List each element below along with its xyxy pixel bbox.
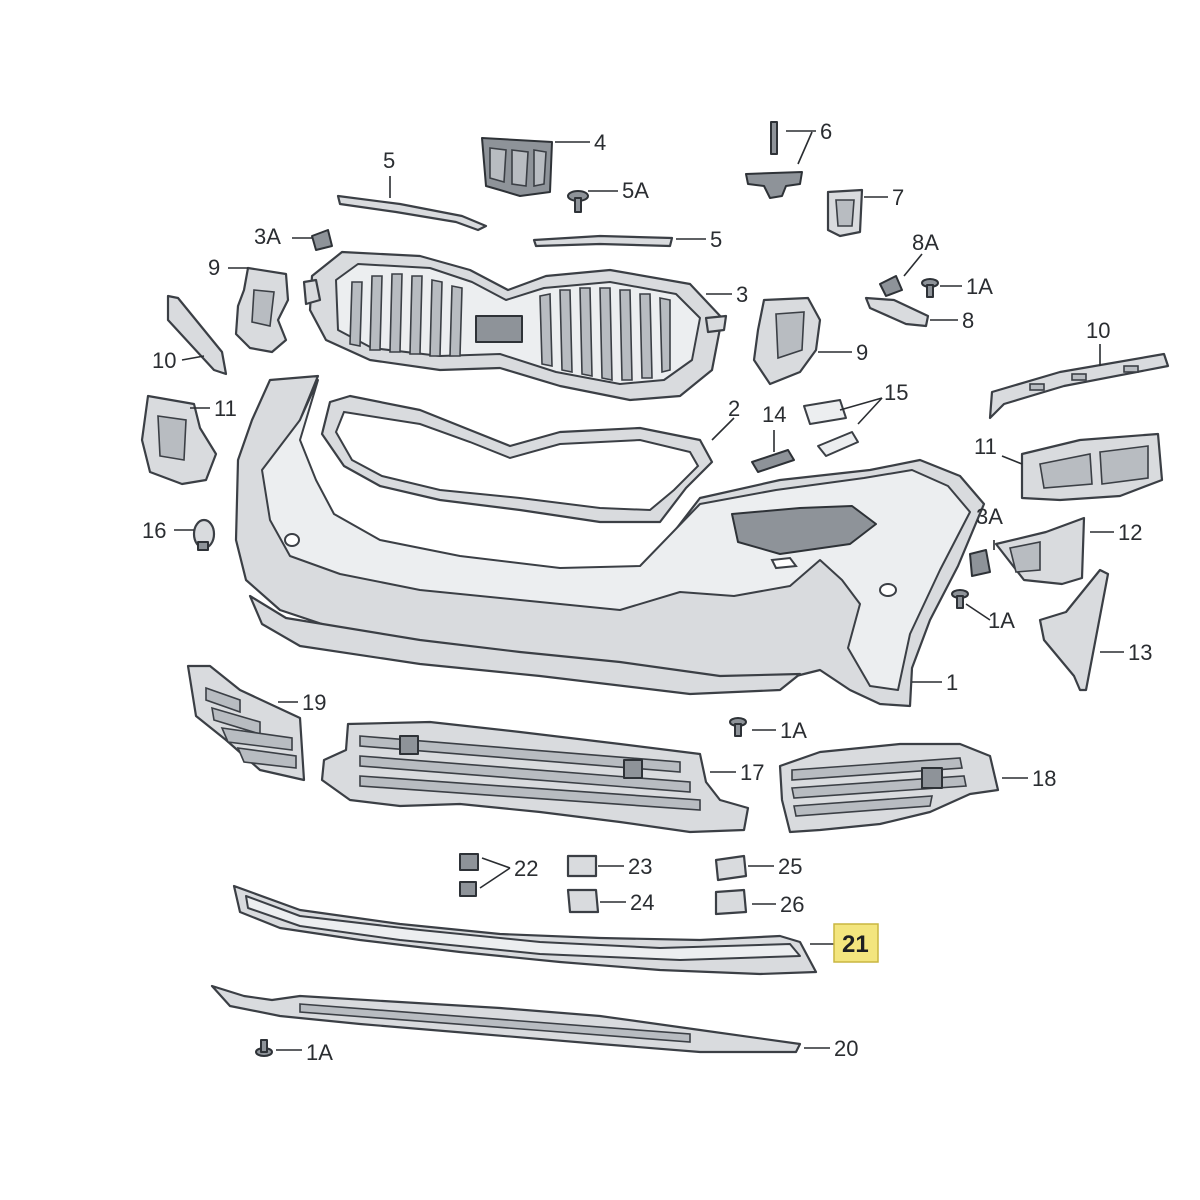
callout-14: 14: [762, 402, 786, 427]
callout-25: 25: [778, 854, 802, 879]
callout-7: 7: [892, 185, 904, 210]
callout-3: 3: [736, 282, 748, 307]
callout-16: 16: [142, 518, 166, 543]
part-13-bracket: [1038, 568, 1110, 692]
part-3a-clip-left: [311, 229, 333, 251]
callout-21: 21: [842, 931, 869, 958]
callout-10-right: 10: [1086, 318, 1110, 343]
callout-20: 20: [834, 1036, 858, 1061]
callout-4: 4: [594, 130, 606, 155]
part-3-radiator-grille: [302, 250, 728, 402]
part-11-bracket-right: [1020, 432, 1164, 502]
part-1a-screw-right: [951, 589, 969, 609]
callout-8a: 8A: [912, 230, 939, 255]
part-10-bracket-right: [988, 352, 1170, 420]
callout-9-right: 9: [856, 340, 868, 365]
callout-9-left: 9: [208, 255, 220, 280]
part-5a-screw: [567, 190, 589, 213]
callout-22: 22: [514, 856, 538, 881]
callout-15: 15: [884, 380, 908, 405]
part-20-underbody-spoiler: [210, 984, 802, 1054]
part-24-clip: [566, 888, 600, 914]
part-3a-clip-right: [969, 549, 991, 577]
part-1a-screw-middle: [729, 717, 747, 737]
part-26-clip: [714, 888, 748, 916]
part-1-bumper-cover: [234, 374, 986, 708]
part-18-side-grille-right: [778, 742, 1000, 834]
part-17-lower-grille: [320, 720, 750, 834]
part-9-bracket-left: [234, 266, 290, 354]
part-21-trim-strip: [232, 884, 818, 976]
part-7-bracket: [826, 188, 864, 238]
part-19-side-grille-left: [186, 664, 306, 782]
part-4-bracket: [481, 137, 553, 197]
callout-3a-left: 3A: [254, 224, 281, 249]
callout-12: 12: [1118, 520, 1142, 545]
part-15-washer-frame: [803, 399, 859, 457]
callout-5-upper: 5: [383, 148, 395, 173]
part-16-plug: [192, 518, 216, 551]
callout-1a-right: 1A: [988, 608, 1015, 633]
callout-18: 18: [1032, 766, 1056, 791]
part-12-bracket: [994, 516, 1086, 586]
highlight-box-21: [833, 923, 879, 963]
part-6-pin-clip: [745, 121, 803, 199]
part-22-clips: [459, 853, 479, 897]
part-8-strip: [864, 296, 930, 328]
callout-19: 19: [302, 690, 326, 715]
part-23-clip: [566, 854, 598, 878]
part-1a-screw-top-right: [921, 278, 939, 298]
part-1a-screw-bottom: [255, 1039, 273, 1057]
callout-10-left: 10: [152, 348, 176, 373]
callout-8: 8: [962, 308, 974, 333]
part-10-bracket-left: [166, 294, 228, 376]
part-11-bracket-left: [140, 394, 218, 486]
part-5-lower-strip: [532, 234, 674, 248]
callout-24: 24: [630, 890, 654, 915]
leader-lines: [174, 130, 1124, 1051]
part-9-bracket-right: [752, 296, 822, 386]
part-2-grille-frame: [320, 394, 714, 524]
part-5-upper-strip: [336, 194, 488, 232]
part-25-clip: [714, 854, 748, 882]
callout-2: 2: [728, 396, 740, 421]
callout-labels: 4 5A 5 5 6 7 8A 1A 8 3A 9 3 9 10 10 11 1…: [142, 119, 1152, 1065]
callout-3a-right: 3A: [976, 504, 1003, 529]
part-14-cover: [751, 449, 795, 473]
part-8a-clip: [879, 275, 903, 297]
callout-23: 23: [628, 854, 652, 879]
callout-6: 6: [820, 119, 832, 144]
callout-26: 26: [780, 892, 804, 917]
callout-1: 1: [946, 670, 958, 695]
callout-1a-bottom: 1A: [306, 1040, 333, 1065]
callout-11-right: 11: [974, 434, 997, 459]
callout-5a: 5A: [622, 178, 649, 203]
callout-17: 17: [740, 760, 764, 785]
callout-1a-top-right: 1A: [966, 274, 993, 299]
callout-13: 13: [1128, 640, 1152, 665]
callout-1a-middle: 1A: [780, 718, 807, 743]
callout-5-lower: 5: [710, 227, 722, 252]
callout-11-left: 11: [214, 396, 237, 421]
